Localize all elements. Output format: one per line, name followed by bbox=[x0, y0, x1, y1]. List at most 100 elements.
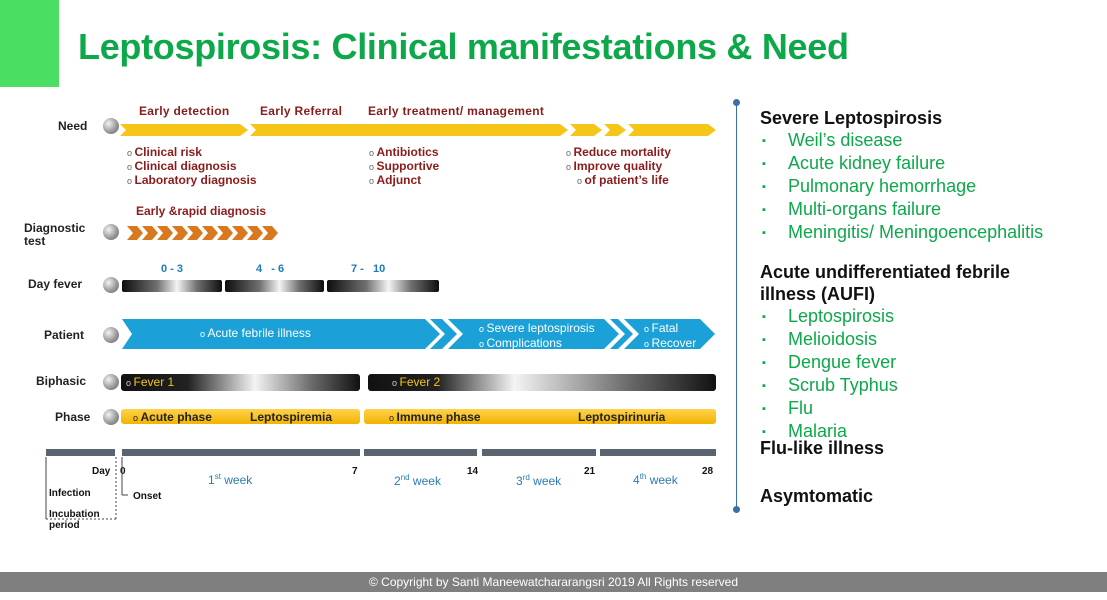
patient-stage-gap-1 bbox=[430, 319, 457, 349]
chevron-9 bbox=[247, 226, 263, 240]
list-item: Adjunct bbox=[369, 174, 439, 188]
patient-stage-2-label: o Severe leptospirosis o Complications bbox=[479, 321, 595, 350]
week-label-1: 1st week bbox=[208, 472, 253, 487]
row-marker-need bbox=[103, 118, 119, 134]
row-marker-phase bbox=[103, 409, 119, 425]
diagnostic-chevrons bbox=[127, 226, 278, 240]
immune-phase-bar bbox=[364, 409, 716, 424]
need-header-referral: Early Referral bbox=[260, 104, 343, 118]
list-item: Melioidosis bbox=[760, 328, 898, 351]
separator-dot-bottom bbox=[733, 506, 740, 513]
chevron-10 bbox=[262, 226, 278, 240]
incubation-label: Incubation period bbox=[49, 509, 100, 531]
row-label-need: Need bbox=[58, 119, 88, 133]
list-item: Reduce mortality bbox=[566, 146, 671, 160]
need-arrow-2 bbox=[250, 124, 568, 136]
severe-title: Severe Leptospirosis bbox=[760, 108, 943, 128]
day-tick-14: 14 bbox=[467, 466, 479, 477]
need-arrow-1 bbox=[120, 124, 248, 136]
patient-stage-1-label: o Acute febrile illness bbox=[200, 326, 311, 340]
timeline-segment-week4 bbox=[600, 449, 716, 456]
row-label-diagnostic-line1: Diagnostic bbox=[24, 221, 86, 235]
patient-stage-3 bbox=[624, 319, 715, 349]
asymptomatic-title: Asymtomatic bbox=[760, 486, 874, 506]
timeline-segment-week1 bbox=[122, 449, 360, 456]
patient-arrow-band bbox=[122, 319, 715, 349]
list-item: Malaria bbox=[760, 420, 898, 443]
chevron-5 bbox=[187, 226, 203, 240]
list-item: Acute kidney failure bbox=[760, 152, 1043, 175]
list-item: Laboratory diagnosis bbox=[127, 174, 257, 188]
separator-line bbox=[736, 103, 737, 510]
list-item: Supportive bbox=[369, 160, 440, 174]
row-label-biphasic: Biphasic bbox=[36, 374, 87, 388]
week-label-3: 3rd week bbox=[516, 473, 562, 488]
list-item: Scrub Typhus bbox=[760, 374, 898, 397]
need-arrow-5 bbox=[628, 124, 716, 136]
week-label-2: 2nd week bbox=[394, 473, 441, 488]
day-tick-7: 7 bbox=[352, 466, 358, 477]
aufi-title: Acute undifferentiated febrile illness (… bbox=[760, 262, 1011, 304]
page-title: Leptospirosis: Clinical manifestations &… bbox=[78, 26, 849, 67]
patient-stage-1 bbox=[122, 319, 440, 349]
need-header-treatment: Early treatment/ management bbox=[368, 104, 545, 118]
timeline-brackets bbox=[45, 457, 128, 520]
day-range-3: 7 - 10 bbox=[351, 263, 386, 275]
week-label-4: 4th week bbox=[633, 472, 678, 487]
day-tick-21: 21 bbox=[584, 466, 596, 477]
patient-stage-3-label: o Fatal o Recover bbox=[644, 321, 697, 350]
separator-dot-top bbox=[733, 99, 740, 106]
row-marker-patient bbox=[103, 327, 119, 343]
patient-stage-2 bbox=[448, 319, 619, 349]
leptospirinuria-label: Leptospirinuria bbox=[578, 410, 666, 424]
fever-2-bar bbox=[368, 374, 716, 391]
acute-phase-label: o Acute phase bbox=[133, 410, 212, 424]
day-range-2: 4 - 6 bbox=[256, 263, 285, 275]
fever-1-bar bbox=[121, 374, 360, 391]
severe-list: Weil’s disease Acute kidney failure Pulm… bbox=[760, 129, 1043, 244]
day-tick-28: 28 bbox=[702, 466, 714, 477]
need-list-outcome: Reduce mortality Improve quality of pati… bbox=[566, 146, 671, 188]
need-list-treatment: Antibiotics Supportive Adjunct bbox=[369, 146, 440, 188]
day-range-1: 0 - 3 bbox=[161, 263, 184, 275]
need-header-detection: Early detection bbox=[139, 104, 230, 118]
list-item: Meningitis/ Meningoencephalitis bbox=[760, 221, 1043, 244]
timeline-segment-week2 bbox=[364, 449, 477, 456]
row-marker-biphasic bbox=[103, 374, 119, 390]
patient-stage-gap-2 bbox=[610, 319, 633, 349]
list-item: Pulmonary hemorrhage bbox=[760, 175, 1043, 198]
chevron-3 bbox=[157, 226, 173, 240]
flu-like-title: Flu-like illness bbox=[760, 438, 885, 458]
chevron-7 bbox=[217, 226, 233, 240]
day-fever-bar-3 bbox=[327, 280, 439, 292]
day-label: Day bbox=[92, 466, 111, 477]
list-item: of patient’s life bbox=[566, 174, 671, 188]
infection-label: Infection bbox=[49, 488, 91, 499]
list-item: Weil’s disease bbox=[760, 129, 1043, 152]
day-fever-bar-2 bbox=[225, 280, 324, 292]
row-marker-day-fever bbox=[103, 277, 119, 293]
chevron-1 bbox=[127, 226, 143, 240]
list-item: Clinical diagnosis bbox=[127, 160, 257, 174]
onset-label: Onset bbox=[133, 491, 162, 502]
list-item: Leptospirosis bbox=[760, 305, 898, 328]
chevron-8 bbox=[232, 226, 248, 240]
timeline-segment-incubation bbox=[46, 449, 115, 456]
day-fever-bar-1 bbox=[122, 280, 222, 292]
list-item: Improve quality bbox=[566, 160, 671, 174]
copyright-footer: © Copyright by Santi Maneewatchararangsr… bbox=[0, 572, 1107, 592]
need-arrow-4 bbox=[604, 124, 626, 136]
need-arrow-3 bbox=[570, 124, 602, 136]
timeline-segment-week3 bbox=[482, 449, 596, 456]
row-label-diagnostic-line2: test bbox=[24, 234, 46, 248]
list-item: Antibiotics bbox=[369, 146, 439, 160]
acute-phase-bar bbox=[121, 409, 360, 424]
row-marker-diagnostic bbox=[103, 224, 119, 240]
immune-phase-label: o Immune phase bbox=[389, 410, 481, 424]
chevron-6 bbox=[202, 226, 218, 240]
list-item: Clinical risk bbox=[127, 146, 257, 160]
day-tick-0: 0 bbox=[120, 466, 126, 477]
row-label-day-fever: Day fever bbox=[28, 277, 83, 291]
accent-block bbox=[0, 0, 59, 87]
leptospiremia-label: Leptospiremia bbox=[250, 410, 333, 424]
